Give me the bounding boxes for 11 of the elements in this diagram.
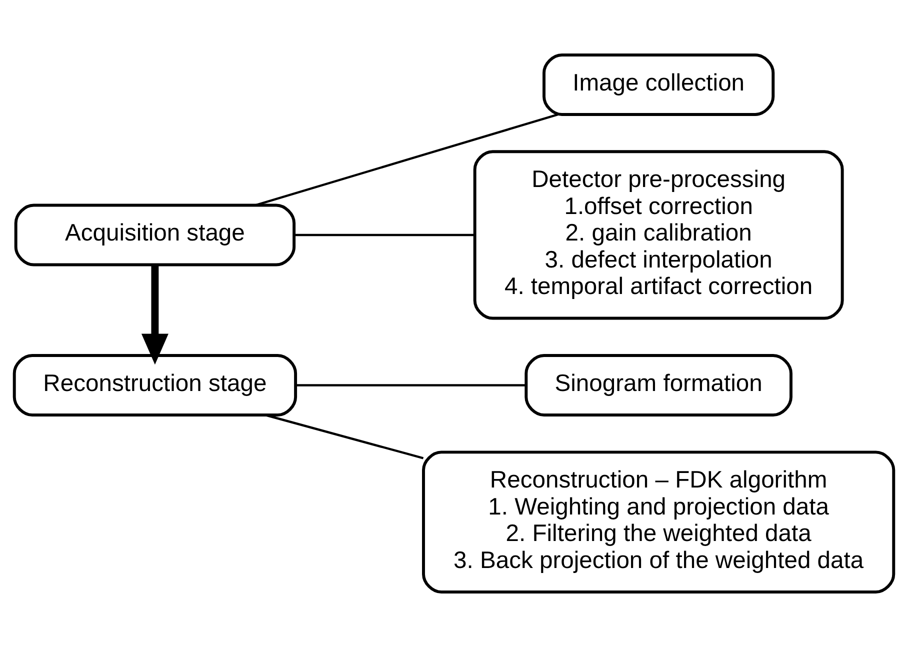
node-box: Reconstruction – FDK algorithm 1. Weighting and projection data 2. Filtering the weighted data 3. Back projection of the weighted data	[422, 450, 896, 594]
node-box: Reconstruction stage	[12, 354, 298, 416]
node-box: Image collection	[542, 52, 775, 116]
node-box: Acquisition stage	[14, 203, 296, 266]
connector	[294, 233, 474, 236]
node-box: Sinogram formation	[524, 354, 792, 416]
arrow	[141, 264, 168, 364]
node-box: Detector pre-processing 1.offset correction 2. gain calibration 3. defect interpolation 4. temporal artifact correction	[473, 150, 844, 320]
connector	[265, 414, 424, 459]
connector	[256, 112, 558, 206]
connector	[296, 384, 526, 386]
